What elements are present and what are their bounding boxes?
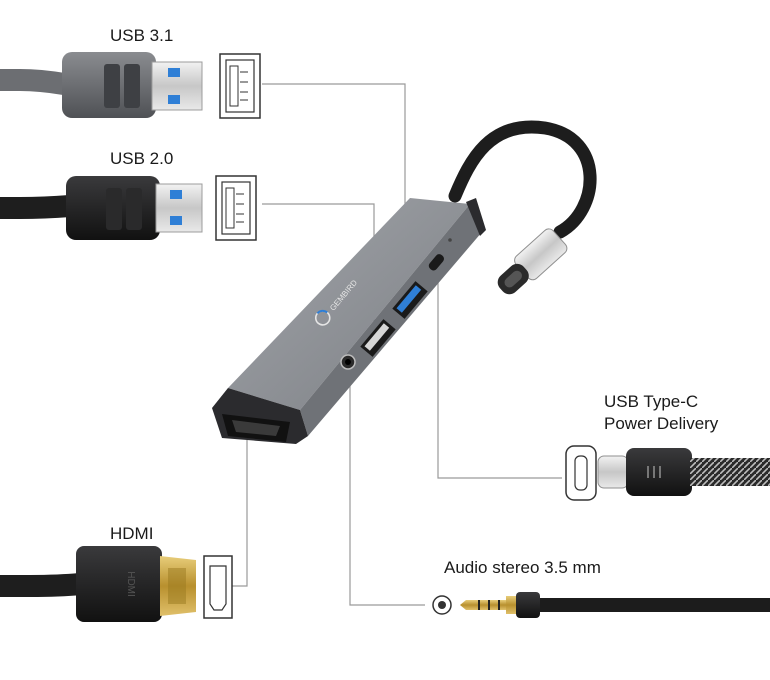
hub-dark-trim (466, 198, 486, 236)
usb-hub: GEMBIRD (212, 198, 486, 444)
label-usbc-pd: Power Delivery (604, 414, 719, 433)
usb31-plug (0, 52, 203, 118)
label-usb20: USB 2.0 (110, 149, 174, 168)
label-hdmi: HDMI (110, 524, 154, 543)
hub-usbc-cable (448, 120, 597, 295)
hdmi-port-icon (203, 555, 233, 619)
label-audio: Audio stereo 3.5 mm (444, 558, 601, 577)
hdmi-connector: HDMI (0, 546, 233, 622)
usb-a-port-icon-top (219, 53, 261, 119)
label-usbc-type: USB Type-C (604, 392, 699, 411)
hdmi-cable (0, 573, 82, 597)
hub-usb31-port (392, 281, 428, 319)
label-usb31: USB 3.1 (110, 26, 174, 45)
usbc-pd-connector (565, 445, 770, 501)
usbc-port-icon (565, 445, 597, 501)
leader-hdmi (232, 440, 248, 587)
usb20-cable (0, 195, 71, 219)
audio-plug (460, 592, 770, 618)
hdmi-plug-text: HDMI (125, 571, 136, 597)
hub-top-face (228, 198, 470, 410)
audio-connector (432, 592, 770, 618)
leader-audio (349, 360, 425, 606)
hub-usb20-port (360, 319, 396, 357)
leader-usbc (437, 268, 562, 479)
usb31-cable (0, 69, 66, 95)
hub-usbc-port (428, 254, 444, 271)
braided-cable (690, 458, 770, 486)
hdmi-plug-body (76, 546, 162, 622)
usb20-plug (0, 176, 203, 240)
usbc-pd-plug-tip (597, 455, 629, 489)
usb-a-port-icon-bottom (215, 175, 257, 241)
